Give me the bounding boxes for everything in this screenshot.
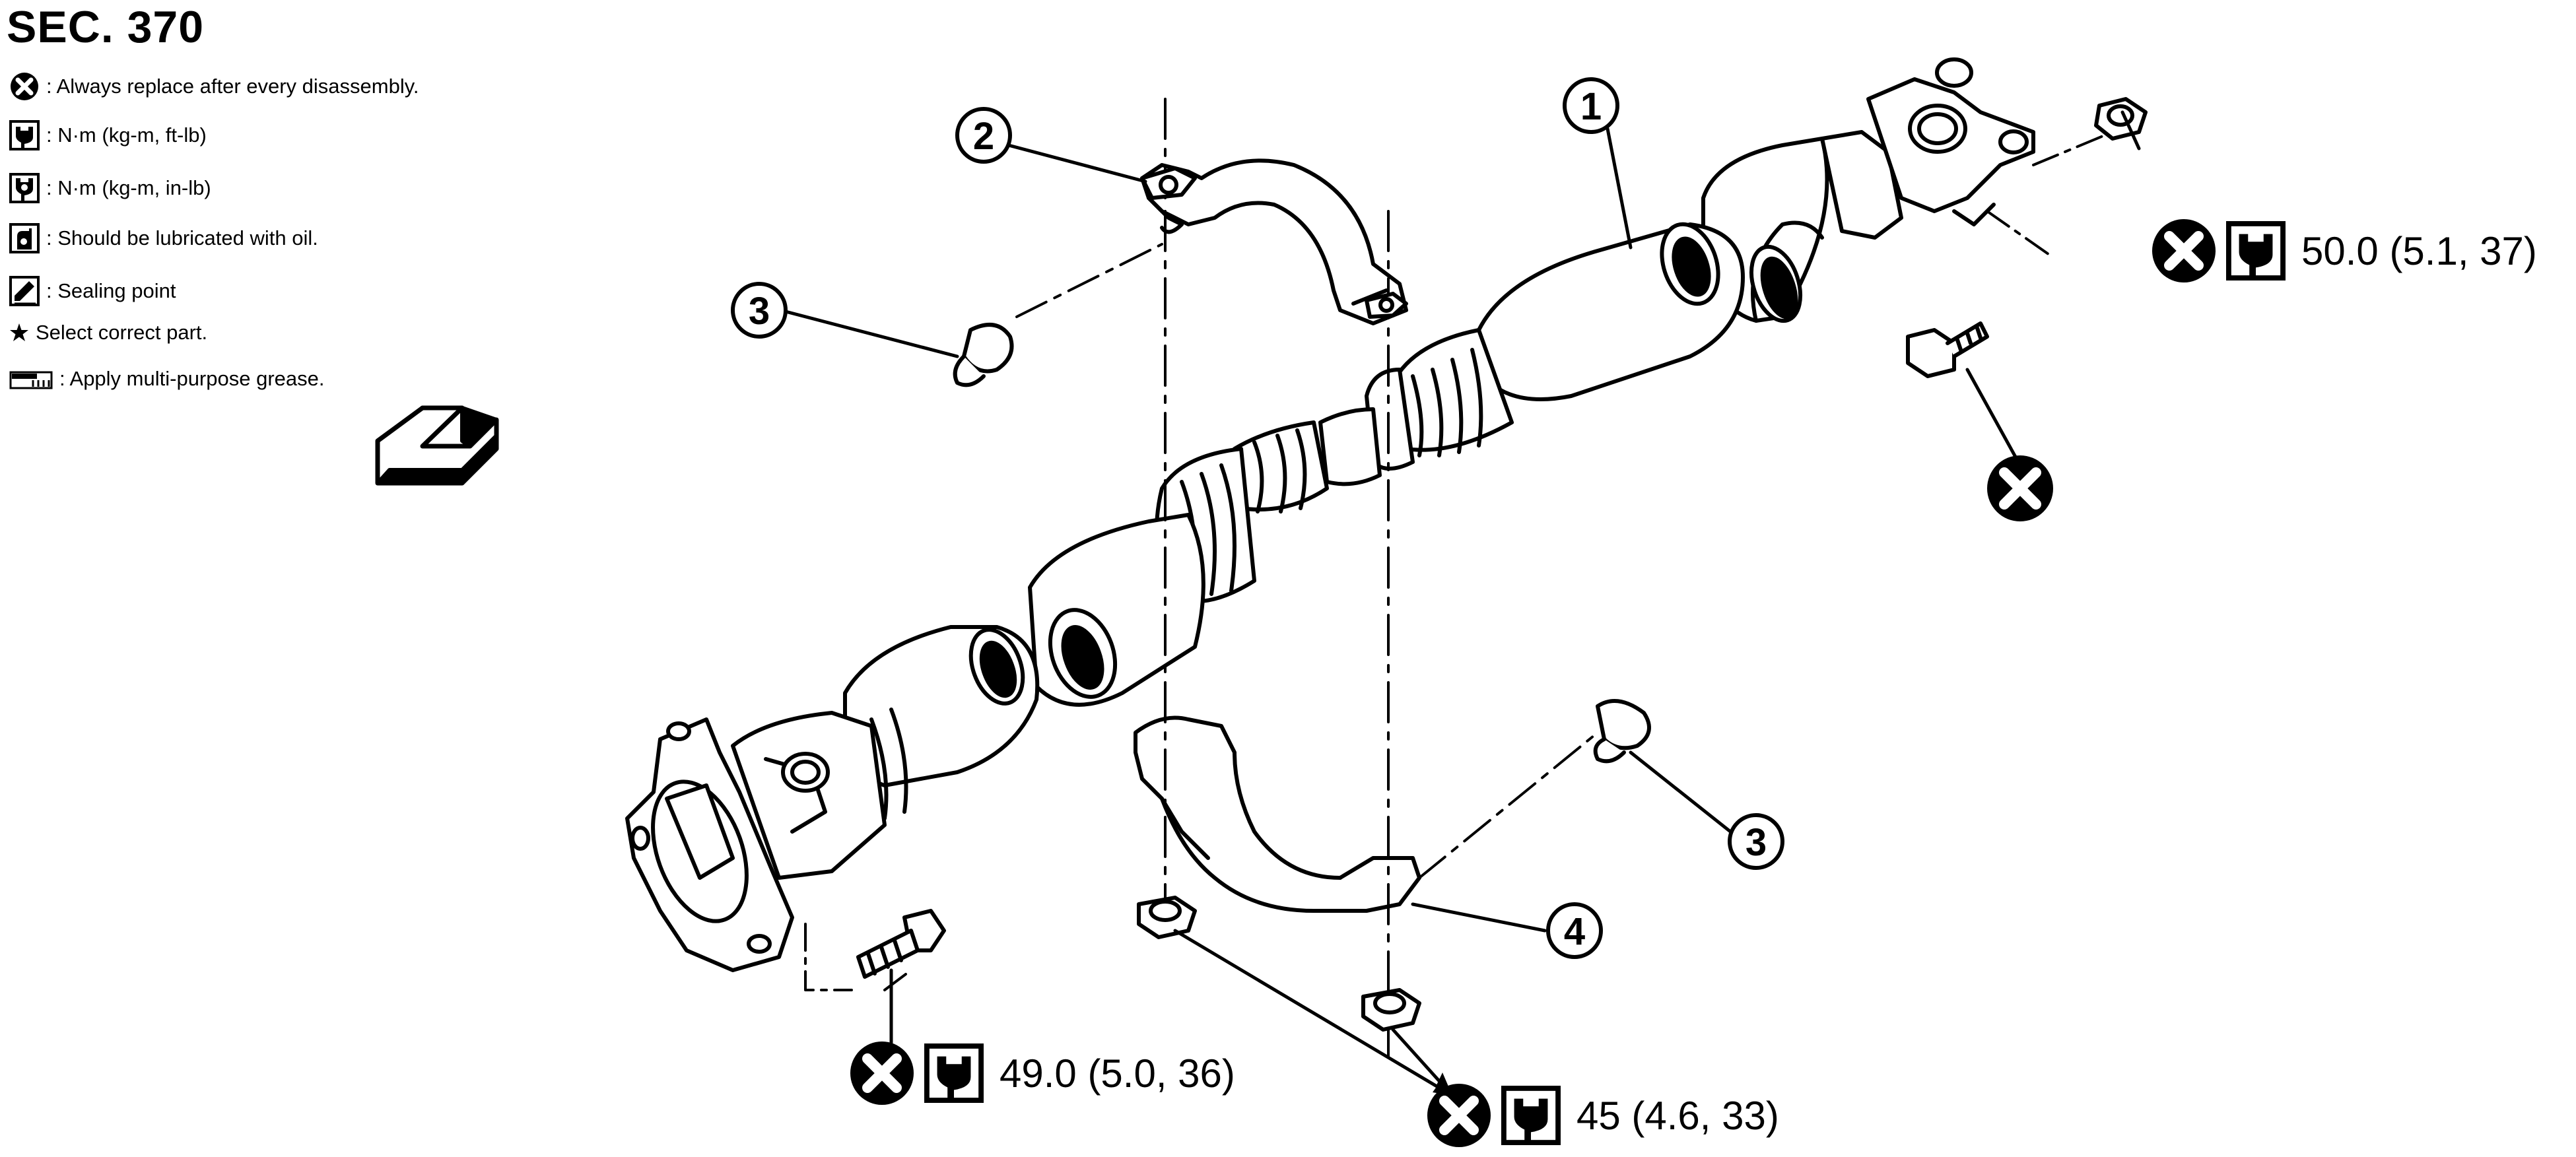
callout-3-left: 3: [731, 282, 788, 339]
callout-label: 2: [973, 115, 994, 158]
legend-text: : Should be lubricated with oil.: [46, 226, 318, 249]
torque-wrench-icon: [9, 120, 40, 150]
torque-spec-bearing-nuts: 45 (4.6, 33): [1426, 1082, 1779, 1148]
legend-text: : N·m (kg-m, ft-lb): [46, 123, 207, 147]
nut-upper-bracket: [1140, 166, 1197, 200]
nut-lower-right: [1361, 988, 1421, 1032]
callout-label: 3: [1746, 821, 1767, 864]
callout-4: 4: [1546, 902, 1603, 959]
replace-x-icon: [2152, 219, 2216, 282]
front-direction-arrow: [375, 405, 499, 486]
legend-text: : N·m (kg-m, in-lb): [46, 176, 211, 199]
legend-item-select: Select correct part.: [9, 321, 207, 345]
upper-bracket: [1140, 158, 1408, 325]
torque-wrench-icon: [1501, 1086, 1561, 1145]
callout-label: 3: [749, 290, 770, 333]
sealing-icon: [9, 276, 40, 306]
clip-right: [1593, 699, 1651, 764]
lower-bracket: [1134, 715, 1421, 913]
callout-1: 1: [1563, 77, 1619, 134]
callout-label: 1: [1580, 85, 1602, 128]
star-icon: [10, 323, 28, 341]
torque-spec-front-flange: 49.0 (5.0, 36): [849, 1040, 1235, 1106]
legend-item-sealing: : Sealing point: [9, 276, 176, 306]
legend-item-replace: : Always replace after every disassembly…: [9, 71, 419, 102]
legend-item-torque-ftlb: : N·m (kg-m, ft-lb): [9, 120, 207, 150]
callout-2: 2: [955, 107, 1012, 164]
section-title: SEC. 370: [7, 2, 205, 52]
flange-nut-rear: [2094, 97, 2148, 141]
callout-3-right: 3: [1728, 813, 1784, 870]
replace-x-icon: [850, 1041, 914, 1105]
flange-bolt-rear: [1906, 321, 1989, 378]
clip-left: [953, 323, 1014, 387]
torque-spec-rear-flange: 50.0 (5.1, 37): [2151, 218, 2537, 284]
torque-value: 45 (4.6, 33): [1576, 1093, 1779, 1138]
torque-wrench-small-icon: [9, 173, 40, 203]
torque-wrench-icon: [2226, 221, 2286, 281]
oil-can-icon: [9, 223, 40, 253]
leader-lines: [784, 110, 2141, 1098]
torque-value: 49.0 (5.0, 36): [1000, 1051, 1235, 1096]
replace-x-icon: [1427, 1084, 1491, 1147]
replace-x-icon: [1987, 455, 2053, 521]
nut-upper-bracket-2: [1365, 292, 1408, 319]
propeller-shaft-assembly: [625, 57, 2035, 972]
legend-item-grease: : Apply multi-purpose grease.: [9, 367, 325, 391]
torque-wrench-icon: [924, 1043, 984, 1103]
legend-item-torque-inlb: : N·m (kg-m, in-lb): [9, 173, 211, 203]
replace-x-icon: [11, 73, 38, 100]
flange-bolt-front: [856, 909, 946, 979]
nut-lower-left: [1137, 896, 1197, 939]
legend-text: : Always replace after every disassembly…: [46, 75, 419, 98]
callout-label: 4: [1564, 910, 1585, 953]
legend-text: : Sealing point: [46, 279, 176, 302]
legend-text: Select correct part.: [36, 321, 208, 344]
torque-value: 50.0 (5.1, 37): [2301, 228, 2537, 273]
legend-item-oil: : Should be lubricated with oil.: [9, 223, 318, 253]
grease-icon: [9, 371, 53, 389]
legend-text: : Apply multi-purpose grease.: [59, 367, 325, 390]
